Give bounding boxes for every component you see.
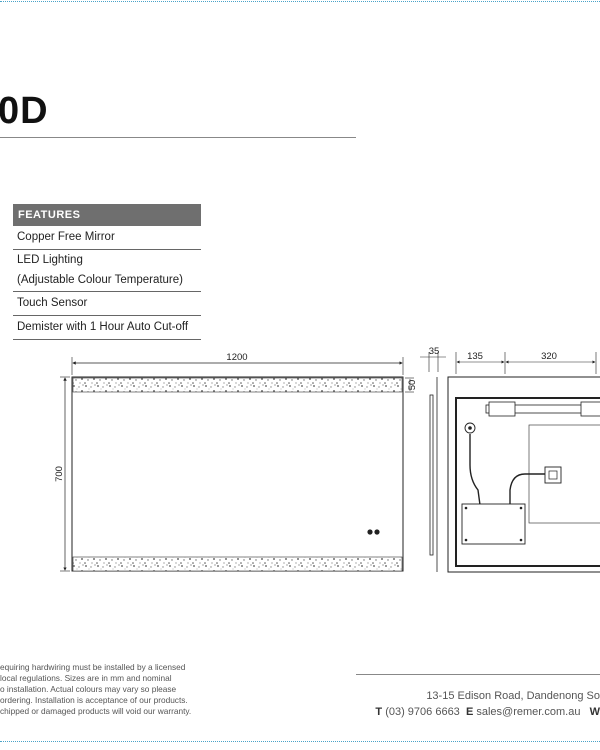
front-view: 1200 700 50 — [54, 352, 418, 572]
power-supply-box — [461, 503, 526, 545]
feature-item: Touch Sensor — [13, 292, 201, 316]
feature-item: Demister with 1 Hour Auto Cut-off — [13, 316, 201, 340]
band-dimension: 50 — [407, 380, 418, 391]
disclaimer-line: equiring hardwiring must be installed by… — [0, 662, 186, 672]
width-dimension: 1200 — [226, 352, 247, 363]
height-dimension: 700 — [54, 466, 65, 482]
product-title: 0D — [0, 90, 49, 132]
feature-item: LED Lighting (Adjustable Colour Temperat… — [13, 250, 201, 292]
rear-view: 135 320 — [447, 351, 600, 573]
mounting-bracket — [488, 401, 516, 417]
disclaimer-line: local regulations. Sizes are in mm and n… — [0, 673, 172, 683]
disclaimer-text: equiring hardwiring must be installed by… — [0, 662, 215, 717]
led-band-top — [72, 377, 403, 393]
footer-address: 13-15 Edison Road, Dandenong So — [426, 690, 600, 702]
footer-contact: T (03) 9706 6663 E sales@remer.com.au W — [300, 706, 600, 718]
rear-mid-dimension: 320 — [541, 351, 557, 362]
feature-item-line: LED Lighting — [17, 254, 83, 266]
feature-item: Copper Free Mirror — [13, 226, 201, 250]
footer-rule — [356, 674, 600, 675]
web-label: W — [589, 706, 600, 718]
side-view: 35 — [420, 346, 446, 572]
side-profile — [429, 394, 434, 556]
led-band-bottom — [72, 556, 403, 572]
mounting-bracket — [580, 401, 600, 417]
features-heading: FEATURES — [13, 204, 201, 226]
depth-dimension: 35 — [429, 346, 440, 357]
rear-left-dimension: 135 — [467, 351, 483, 362]
top-dotted-border — [0, 1, 600, 2]
touch-sensor-icon — [374, 529, 380, 535]
touch-sensor-icon — [367, 529, 373, 535]
cable — [509, 473, 545, 505]
title-rule — [0, 137, 356, 138]
mirror-outline — [71, 376, 404, 572]
phone-number: (03) 9706 6663 — [385, 706, 460, 718]
disclaimer-line: chipped or damaged products will void ou… — [0, 706, 192, 716]
feature-item-line: (Adjustable Colour Temperature) — [17, 274, 183, 286]
mounting-rail — [485, 404, 600, 414]
cable — [469, 434, 481, 506]
features-table: FEATURES Copper Free Mirror LED Lighting… — [13, 204, 201, 340]
disclaimer-line: ordering. Installation is acceptance of … — [0, 695, 188, 705]
phone-label: T — [375, 706, 383, 718]
email-address: sales@remer.com.au — [476, 706, 581, 718]
disclaimer-line: o installation. Actual colours may vary … — [0, 684, 177, 694]
email-label: E — [465, 706, 474, 718]
bottom-dotted-border — [0, 741, 600, 742]
